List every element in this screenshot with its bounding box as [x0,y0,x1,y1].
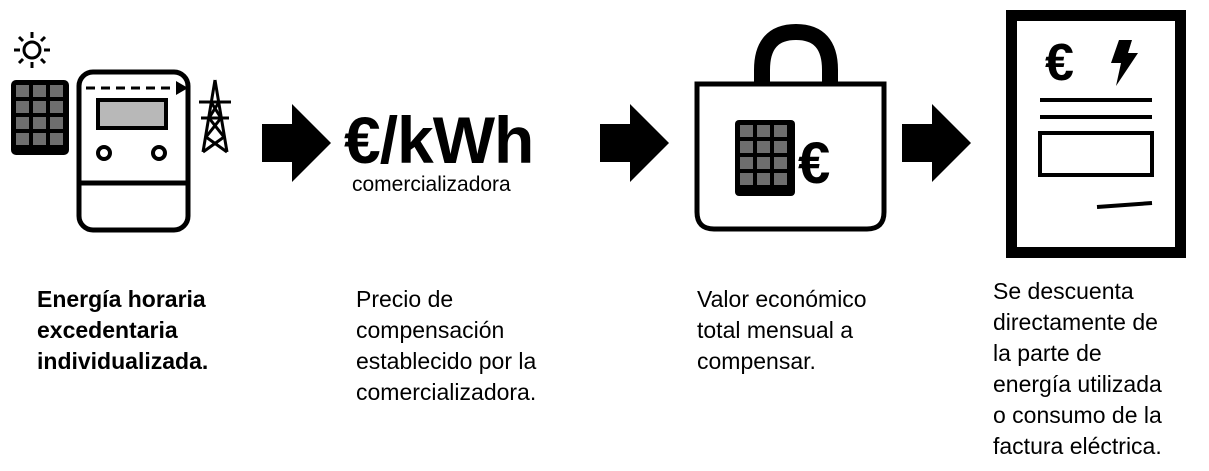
price-provider: comercializadora [352,173,511,196]
arrow-right-icon [262,104,331,182]
transmission-tower-icon [199,79,231,154]
caption-discount: Se descuenta directamente de la parte de… [993,278,1162,459]
arrow-right-icon [600,104,669,182]
invoice-currency: € [1045,34,1074,92]
arrow-right-icon [902,104,971,182]
shopping-bag-icon: € [694,23,887,232]
solar-panel-icon [11,80,69,155]
sun-icon [14,32,50,68]
lightning-bolt-icon [1111,40,1138,86]
invoice-icon: € [1006,10,1186,258]
caption-price: Precio de compensación establecido por l… [356,286,537,405]
bag-currency: € [798,131,830,196]
caption-value: Valor económico total mensual a compensa… [697,286,867,374]
solar-panel-icon [735,120,795,196]
electricity-meter-icon [76,69,191,233]
caption-energy: Energía horaria excedentaria individuali… [37,286,209,374]
price-unit: €/kWh [344,103,534,177]
